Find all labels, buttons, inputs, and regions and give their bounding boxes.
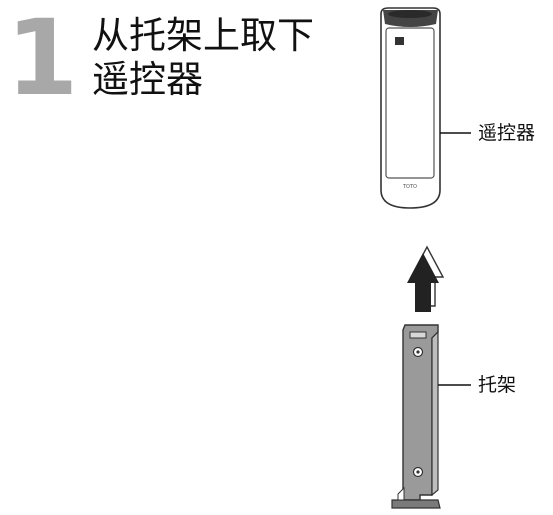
remote-panel: [385, 27, 435, 179]
step-title-line-2: 遥控器: [92, 58, 203, 101]
bracket: [391, 324, 441, 509]
bracket-callout-label: 托架: [478, 374, 517, 396]
remote-brand-logo: TOTO: [402, 184, 417, 190]
bracket-top-slot: [409, 331, 427, 339]
up-arrow-icon: [407, 245, 445, 312]
remote-sensor: [395, 37, 404, 45]
remote-callout-label: 遥控器: [478, 122, 536, 144]
bracket-base: [391, 499, 441, 509]
step-title: 从托架上取下 遥控器: [92, 14, 314, 102]
step-title-line-1: 从托架上取下: [92, 14, 314, 57]
step-number: 1: [6, 0, 79, 119]
remote-control: TOTO: [380, 7, 441, 209]
